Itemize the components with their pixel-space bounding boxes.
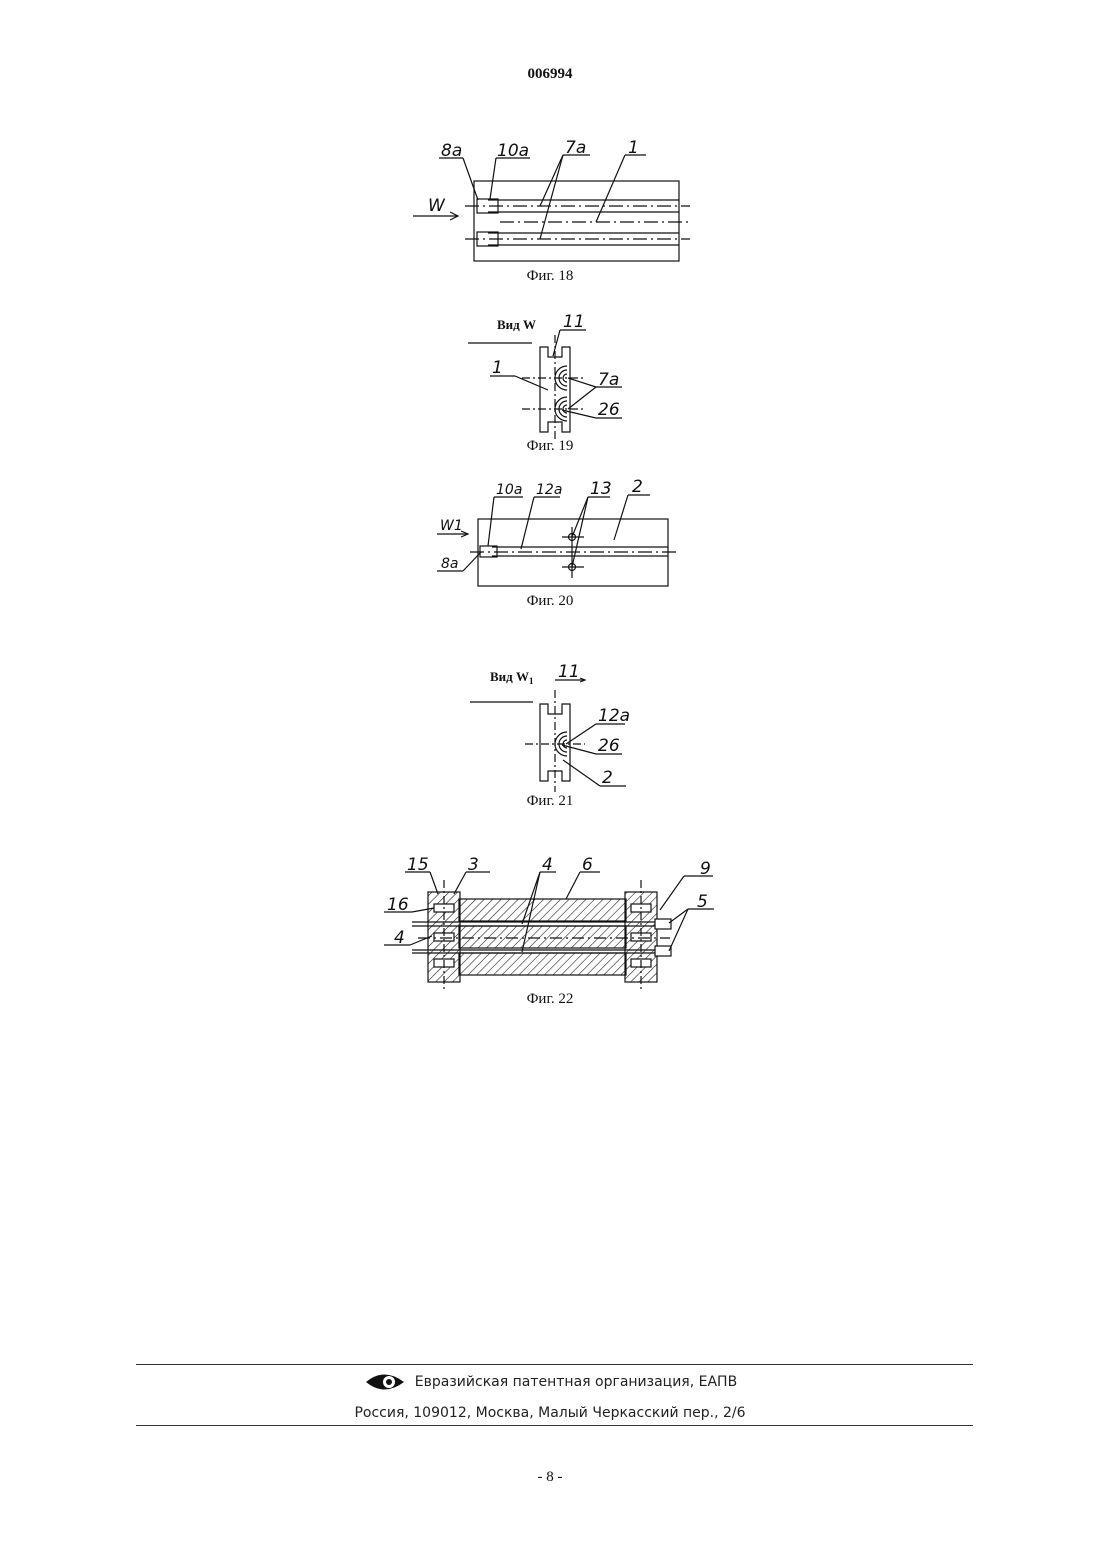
footer-address: Россия, 109012, Москва, Малый Черкасский…	[0, 1405, 1100, 1421]
page-number: - 8 -	[0, 1469, 1100, 1486]
footer-bottom-rule	[136, 1425, 973, 1426]
footer-org: Евразийская патентная организация, ЕАПВ	[0, 1374, 1100, 1390]
